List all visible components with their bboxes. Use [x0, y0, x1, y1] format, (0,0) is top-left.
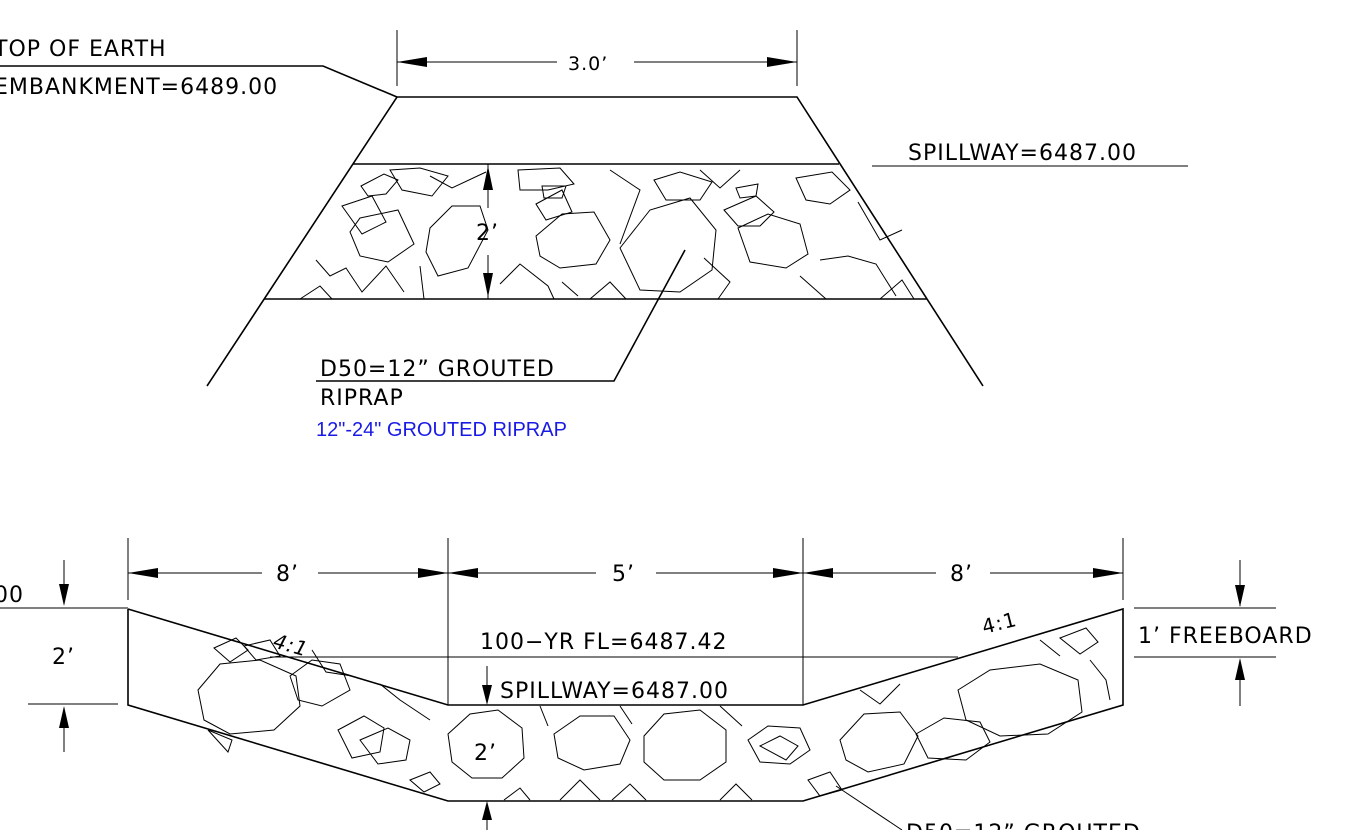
left-elev-fragment: 00 [0, 583, 24, 608]
left-depth-arrow-up [59, 706, 69, 728]
bottom-cross-section: 00 2’ 8’ 5’ 8’ 4:1 4:1 [0, 538, 1313, 830]
center-width-arrow-b [773, 568, 803, 578]
left-depth-arrow-down [59, 584, 69, 606]
top-width-arrow-right [767, 57, 797, 67]
embankment-leader [0, 65, 398, 98]
riprap-note: 12"-24" GROUTED RIPRAP [316, 419, 567, 441]
top-width-dim: 3.0’ [568, 53, 608, 75]
riprap-depth-arrow-up [483, 166, 493, 190]
right-width-arrow-b [1093, 568, 1123, 578]
freeboard-arrow-up [1235, 658, 1245, 680]
channel-outline [127, 607, 1124, 802]
freeboard-label: 1’ FREEBOARD [1138, 624, 1313, 649]
riprap-label-bottom: D50=12” GROUTED [906, 821, 1141, 830]
top-cross-section: TOP OF EARTH EMBANKMENT=6489.00 3.0’ SPI… [0, 30, 1188, 441]
right-width-dim: 8’ [950, 562, 973, 587]
top-width-arrow-left [397, 57, 427, 67]
riprap-leader-bottom [835, 785, 903, 830]
flood-level-label: 100−YR FL=6487.42 [480, 630, 727, 655]
spillway-label-bottom: SPILLWAY=6487.00 [500, 679, 729, 704]
riprap-leader-top [316, 249, 686, 382]
left-width-arrow-a [128, 568, 158, 578]
bottom-riprap-depth-arrow [482, 801, 492, 820]
left-width-arrow-b [418, 568, 448, 578]
riprap-rock-pattern-bottom [197, 627, 1111, 801]
right-width-arrow-a [803, 568, 833, 578]
embankment-label-line2: EMBANKMENT=6489.00 [0, 75, 278, 100]
embankment-label-line1: TOP OF EARTH [0, 37, 167, 62]
riprap-depth-dim: 2’ [476, 221, 499, 246]
center-width-arrow-a [448, 568, 478, 578]
riprap-label-line2: RIPRAP [320, 386, 404, 411]
bottom-riprap-depth-dim: 2’ [474, 741, 497, 766]
riprap-depth-arrow-down [483, 273, 493, 297]
spillway-label-top: SPILLWAY=6487.00 [908, 141, 1137, 166]
right-slope: 4:1 [979, 607, 1019, 639]
center-width-dim: 5’ [612, 562, 635, 587]
embankment-outline [206, 96, 984, 387]
freeboard-arrow-down [1235, 585, 1245, 607]
left-width-dim: 8’ [276, 562, 299, 587]
riprap-label-line1: D50=12” GROUTED [320, 357, 555, 382]
left-depth-dim: 2’ [52, 645, 75, 670]
riprap-rock-pattern-top [299, 167, 915, 300]
spillway-pointer-arrow [482, 685, 492, 705]
